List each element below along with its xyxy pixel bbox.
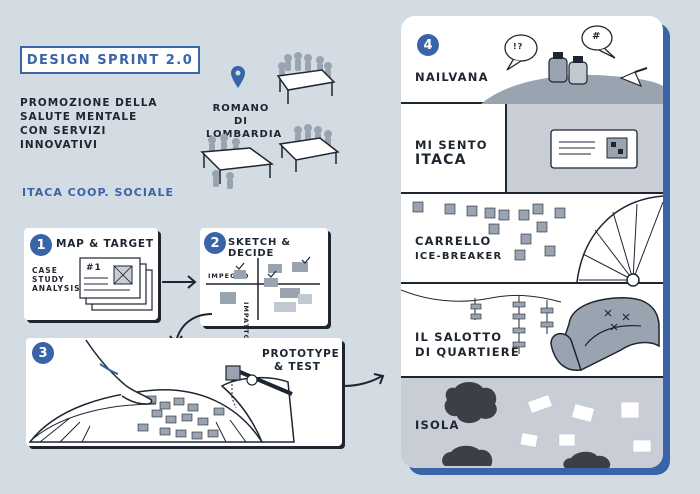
- step-3-label-line: PROTOTYPE: [262, 348, 340, 360]
- prototype-row-isola: ISOLA: [401, 378, 663, 468]
- page-title: DESIGN SPRINT 2.0: [26, 52, 194, 68]
- itaca-sign-illustration: [550, 129, 638, 169]
- subtitle: PROMOZIONE DELLA SALUTE MENTALE CON SERV…: [20, 96, 170, 152]
- prototype-row-carrello-ice-breaker: CARRELLO ICE-BREAKER: [401, 194, 663, 287]
- step-1-note: CASE STUDY ANALYSIS: [32, 266, 81, 293]
- prototype-row-nailvana: NAILVANA !? #: [401, 16, 663, 104]
- prototype-label-line: ICE-BREAKER: [415, 251, 503, 262]
- step-3-number: 3: [32, 342, 54, 364]
- prototype-label-line: MI SENTO: [415, 138, 488, 152]
- prototype-label: ISOLA: [415, 418, 460, 432]
- step-2-number: 2: [204, 232, 226, 254]
- step-3-card: 3 PROTOTYPE & TEST: [26, 338, 342, 446]
- arrow-icon: [343, 373, 385, 387]
- prototype-label: MI SENTO ITACA: [415, 138, 488, 168]
- location-line: LOMBARDIA: [206, 129, 283, 140]
- prototype-label: NAILVANA: [415, 70, 489, 84]
- prototype-label-line: IL SALOTTO: [415, 330, 503, 344]
- prototype-label-line: CARRELLO: [415, 234, 492, 248]
- step-3-label: PROTOTYPE & TEST: [262, 348, 340, 374]
- step-2-card: 2 SKETCH & DECIDE IMPEGNO IMPATTO: [200, 228, 328, 341]
- prototypes-panel: 4 NAILVANA !? # MI SENTO ITACA: [401, 16, 663, 468]
- step-1-number: 1: [30, 234, 52, 256]
- location-label: ROMANO DI LOMBARDIA: [206, 102, 283, 141]
- carrello-illustration: [412, 195, 663, 287]
- location-pin-icon: [231, 66, 245, 88]
- isola-illustration: [442, 382, 652, 468]
- step-1-note-line: CASE: [32, 266, 58, 275]
- speech-bubble-text: #: [592, 31, 602, 42]
- prototype-row-salotto-quartiere: IL SALOTTO DI QUARTIERE: [401, 284, 663, 378]
- case-card-label: #1: [86, 263, 102, 273]
- prototype-label-line: DI QUARTIERE: [415, 345, 520, 359]
- prototype-label-line: ITACA: [415, 152, 467, 168]
- step-4-number: 4: [417, 34, 439, 56]
- step-2-label: SKETCH & DECIDE: [228, 237, 291, 259]
- prototype-label: CARRELLO ICE-BREAKER: [415, 234, 502, 264]
- page-title-box: DESIGN SPRINT 2.0: [20, 46, 200, 74]
- subtitle-line: INNOVATIVI: [20, 139, 98, 151]
- speech-bubble-text: !?: [513, 42, 524, 51]
- step-1-card: 1 MAP & TARGET CASE STUDY ANALYSIS #1: [24, 228, 158, 320]
- step-3-label-line: & TEST: [274, 361, 321, 373]
- subtitle-line: SALUTE MENTALE: [20, 111, 138, 123]
- matrix-axis-x-label: IMPEGNO: [208, 272, 250, 280]
- decision-matrix: [206, 256, 320, 320]
- step-1-note-line: STUDY: [32, 275, 65, 284]
- prototype-test-illustration: [28, 339, 295, 443]
- nailvana-illustration: [481, 25, 663, 104]
- case-study-cards-illustration: [79, 257, 153, 311]
- salotto-illustration: [401, 289, 660, 372]
- prototype-row-mi-sento-itaca: MI SENTO ITACA: [401, 104, 663, 194]
- organization-name: ITACA COOP. SOCIALE: [22, 186, 174, 199]
- prototype-label: IL SALOTTO DI QUARTIERE: [415, 330, 520, 360]
- location-line: ROMANO DI: [212, 103, 270, 127]
- subtitle-line: CON SERVIZI: [20, 125, 107, 137]
- step-1-note-line: ANALYSIS: [32, 284, 81, 293]
- arrow-icon: [162, 275, 197, 289]
- meeting-tables-illustration: [200, 52, 340, 189]
- step-1-label: MAP & TARGET: [56, 238, 154, 250]
- subtitle-line: PROMOZIONE DELLA: [20, 97, 158, 109]
